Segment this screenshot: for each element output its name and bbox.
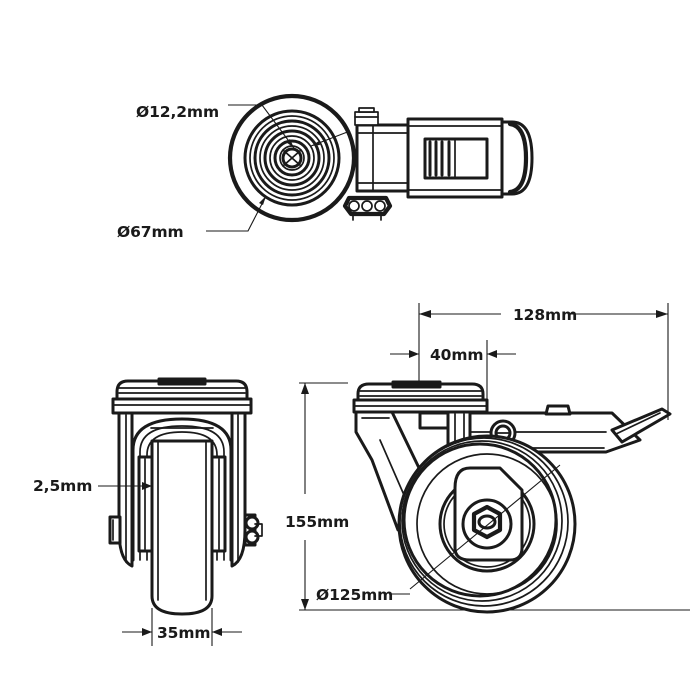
leader-wheel-dia [389, 464, 561, 595]
dim-plate-dia: Ø67mm [117, 223, 184, 241]
dimline-wheel-width [122, 608, 242, 646]
dimline-overall-length [418, 303, 669, 420]
front-view-fork [117, 411, 247, 568]
dim-overall-length: 128mm [513, 306, 577, 324]
side-view: 128mm 40mm 155mm Ø125mm [285, 303, 690, 614]
center-bolt-hole [281, 147, 303, 169]
top-view-mounting-plate [227, 93, 357, 223]
top-view: Ø12,2mm Ø67mm [117, 93, 534, 241]
dim-wheel-width: 35mm [157, 624, 210, 642]
dim-plate-to-axle: 40mm [430, 346, 483, 364]
top-view-kingpin-boss [354, 107, 379, 126]
dim-wheel-dia: Ø125mm [316, 586, 393, 604]
dim-bolt-hole-dia: Ø12,2mm [136, 103, 219, 121]
dim-overall-height: 155mm [285, 513, 349, 531]
top-view-brake-housing [406, 117, 504, 199]
top-view-hex-nut [342, 195, 393, 221]
front-view-swivel-arch [131, 417, 233, 562]
front-view: 2,5mm 35mm [33, 377, 263, 646]
front-view-left-lug [108, 515, 122, 545]
top-view-swivel-neck [355, 123, 410, 193]
dim-wheel-offset: 2,5mm [33, 477, 92, 495]
leader-ring-arrow [310, 130, 351, 147]
side-view-hub [453, 466, 524, 562]
front-view-axle-nut [243, 513, 263, 547]
leader-plate-dia [206, 195, 267, 232]
dimline-overall-height [299, 382, 690, 611]
leader-bolt-hole-dia [228, 104, 295, 149]
front-view-wheel [150, 439, 214, 616]
side-view-top-plate [352, 380, 489, 414]
side-view-brake-lever [610, 407, 672, 444]
front-view-hub [137, 455, 227, 553]
top-view-end-cap [500, 120, 534, 196]
front-view-top-plate [111, 377, 253, 415]
leader-wheel-offset [98, 482, 152, 490]
